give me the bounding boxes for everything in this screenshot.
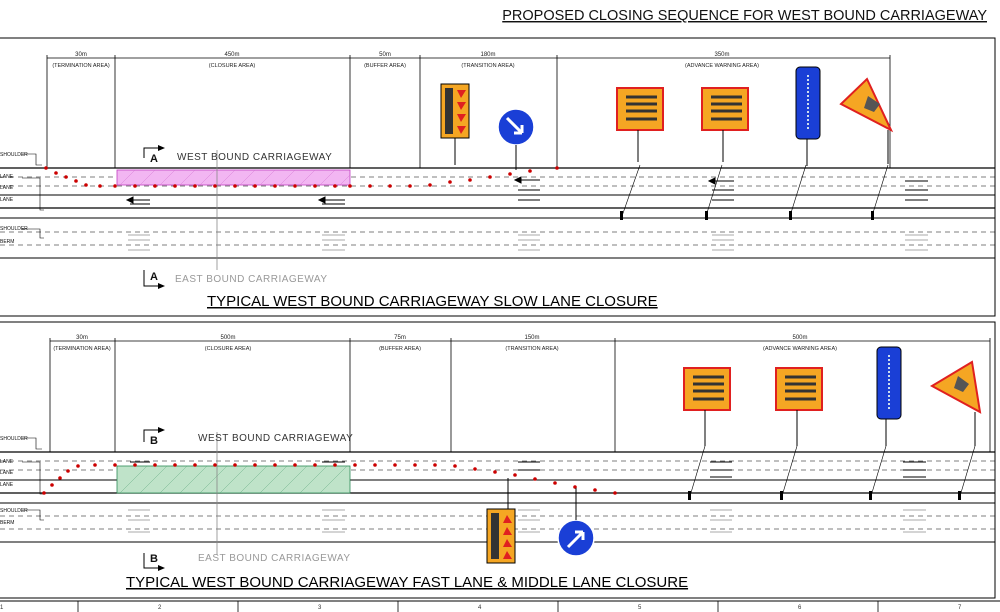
- side-label: BERM: [0, 520, 14, 526]
- side-label: LANE: [0, 197, 14, 203]
- zone-dim: 350m: [714, 52, 729, 58]
- traffic-cones: [44, 166, 559, 188]
- lane-closed-sign: [616, 87, 664, 162]
- section-marker: A: [150, 153, 158, 165]
- lane-closed-sign: [775, 367, 823, 446]
- panel-slow-lane-closure: 30m (TERMINATION AREA) 450m (CLOSURE ARE…: [0, 37, 996, 317]
- panel-fast-middle-lane-closure: 30m (TERMINATION AREA) 500m (CLOSURE ARE…: [0, 321, 996, 599]
- grid-number: 1: [0, 605, 4, 611]
- keep-left-sign: [557, 488, 595, 557]
- traffic-cones: [42, 463, 617, 495]
- side-label: LANE: [0, 482, 14, 488]
- zone-dim: 50m: [379, 52, 391, 58]
- section-marker: A: [150, 271, 158, 283]
- closure-area: [116, 169, 351, 186]
- zone-name: (TRANSITION AREA): [461, 63, 514, 69]
- panel-caption: TYPICAL WEST BOUND CARRIAGEWAY FAST LANE…: [126, 574, 688, 591]
- side-label: LANE: [0, 470, 14, 476]
- zone-dim: 180m: [480, 52, 495, 58]
- side-label: LANE: [0, 459, 14, 465]
- zone-name: (TERMINATION AREA): [53, 346, 111, 352]
- grid-number: 6: [798, 605, 802, 611]
- grid-number: 3: [318, 605, 322, 611]
- zone-name: (ADVANCE WARNING AREA): [685, 63, 759, 69]
- panel-caption: TYPICAL WEST BOUND CARRIAGEWAY SLOW LANE…: [207, 293, 658, 310]
- side-label: SHOULDER: [0, 152, 28, 158]
- section-marker: B: [150, 553, 158, 565]
- zone-name: (BUFFER AREA): [364, 63, 406, 69]
- information-sign: [795, 66, 821, 166]
- grid-number: 5: [638, 605, 642, 611]
- eastbound-label: EAST BOUND CARRIAGEWAY: [198, 553, 351, 564]
- side-label: LANE: [0, 174, 14, 180]
- zone-name: (TERMINATION AREA): [52, 63, 110, 69]
- side-label: BERM: [0, 239, 14, 245]
- side-label: SHOULDER: [0, 436, 28, 442]
- drawing-title: PROPOSED CLOSING SEQUENCE FOR WEST BOUND…: [502, 8, 987, 24]
- section-marker: B: [150, 435, 158, 447]
- side-label: SHOULDER: [0, 226, 28, 232]
- zone-dim: 150m: [524, 335, 539, 341]
- grid-number: 7: [958, 605, 962, 611]
- zone-name: (TRANSITION AREA): [505, 346, 558, 352]
- zone-dim: 500m: [792, 335, 807, 341]
- information-sign: [876, 346, 902, 446]
- side-label: LANE: [0, 185, 14, 191]
- zone-dim: 450m: [224, 52, 239, 58]
- zone-name: (CLOSURE AREA): [209, 63, 256, 69]
- zone-name: (BUFFER AREA): [379, 346, 421, 352]
- grid-reference-strip: 1 2 3 4 5 6 7: [0, 600, 1000, 612]
- westbound-label: WEST BOUND CARRIAGEWAY: [198, 433, 353, 444]
- roadworks-warning-sign: [839, 77, 894, 164]
- zone-dim: 75m: [394, 335, 406, 341]
- side-label: SHOULDER: [0, 508, 28, 514]
- arrow-board-sign: [440, 83, 470, 165]
- keep-right-sign: [497, 108, 535, 170]
- westbound-label: WEST BOUND CARRIAGEWAY: [177, 152, 332, 163]
- zone-dim: 30m: [76, 335, 88, 341]
- zone-dim: 30m: [75, 52, 87, 58]
- zone-name: (ADVANCE WARNING AREA): [763, 346, 837, 352]
- zone-name: (CLOSURE AREA): [205, 346, 252, 352]
- zone-dim: 500m: [220, 335, 235, 341]
- eastbound-label: EAST BOUND CARRIAGEWAY: [175, 274, 328, 285]
- arrow-board-sign: [486, 478, 516, 564]
- lane-closed-sign: [701, 87, 749, 162]
- lane-closed-sign: [683, 367, 731, 446]
- grid-number: 2: [158, 605, 162, 611]
- grid-number: 4: [478, 605, 482, 611]
- roadworks-warning-sign: [929, 360, 982, 446]
